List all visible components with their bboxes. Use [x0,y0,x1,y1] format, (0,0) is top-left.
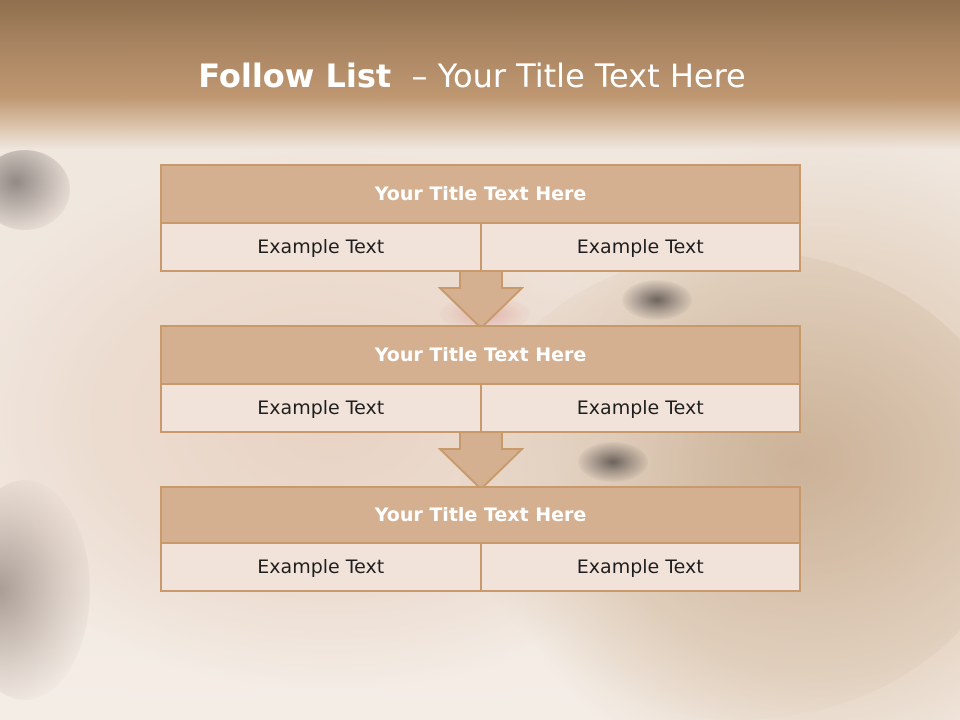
slide-title-bold: Follow List [198,57,392,95]
slide-title: Follow List – Your Title Text Here [0,52,944,100]
flow-block-2: Your Title Text Here Example Text Exampl… [160,325,801,433]
flow-block-row: Example Text Example Text [162,544,799,590]
flow-block-left-text: Example Text [162,224,480,270]
down-arrow-icon [438,431,524,491]
title-band [0,0,960,150]
flow-block-3: Your Title Text Here Example Text Exampl… [160,486,801,592]
flow-block-row: Example Text Example Text [162,385,799,431]
flow-block-title: Your Title Text Here [162,166,799,224]
flow-block-left-text: Example Text [162,385,480,431]
flow-block-right-text: Example Text [479,544,799,590]
flow-block-title: Your Title Text Here [162,488,799,544]
flow-block-row: Example Text Example Text [162,224,799,270]
down-arrow-icon [438,270,524,330]
flow-block-left-text: Example Text [162,544,480,590]
flow-block-title: Your Title Text Here [162,327,799,385]
flow-block-right-text: Example Text [479,385,799,431]
slide-title-rest: – Your Title Text Here [411,57,746,95]
flow-block-right-text: Example Text [479,224,799,270]
flow-block-1: Your Title Text Here Example Text Exampl… [160,164,801,272]
